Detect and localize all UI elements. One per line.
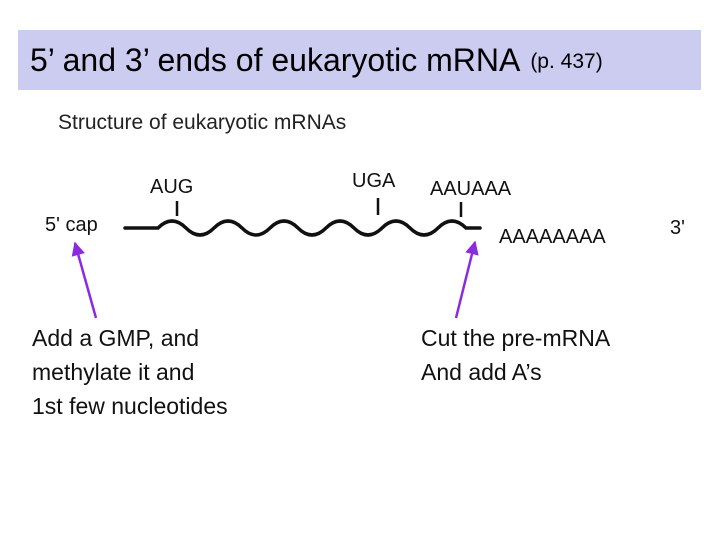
poly-a-tail-label: AAAAAAAA	[499, 226, 606, 248]
five-prime-cap-label: 5' cap	[45, 214, 98, 236]
note-line: Add a GMP, and	[32, 325, 200, 351]
cap-arrow	[71, 241, 98, 319]
figure-caption: Structure of eukaryotic mRNAs	[58, 111, 347, 134]
slide-title: 5’ and 3’ ends of eukaryotic mRNA	[30, 41, 521, 78]
note-line: methylate it and	[32, 359, 195, 385]
note-line: 1st few nucleotides	[32, 393, 228, 419]
note-line: Cut the pre-mRNA	[421, 325, 611, 351]
title-bar: 5’ and 3’ ends of eukaryotic mRNA (p. 43…	[18, 30, 701, 90]
cap-explanation-note: Add a GMP, and methylate it and 1st few …	[32, 321, 228, 423]
polyadenylation-explanation-note: Cut the pre-mRNA And add A’s	[421, 321, 610, 389]
page-reference: (p. 437)	[530, 50, 603, 73]
polyadenylation-signal-label: AAUAAA	[430, 178, 512, 200]
aug-start-codon-label: AUG	[150, 176, 194, 198]
uga-stop-codon-label: UGA	[352, 170, 396, 192]
mrna-wavy-strand	[123, 219, 482, 237]
polyadenylation-arrow	[454, 240, 479, 319]
note-line: And add A’s	[421, 359, 542, 385]
three-prime-end-label: 3'	[670, 217, 685, 239]
